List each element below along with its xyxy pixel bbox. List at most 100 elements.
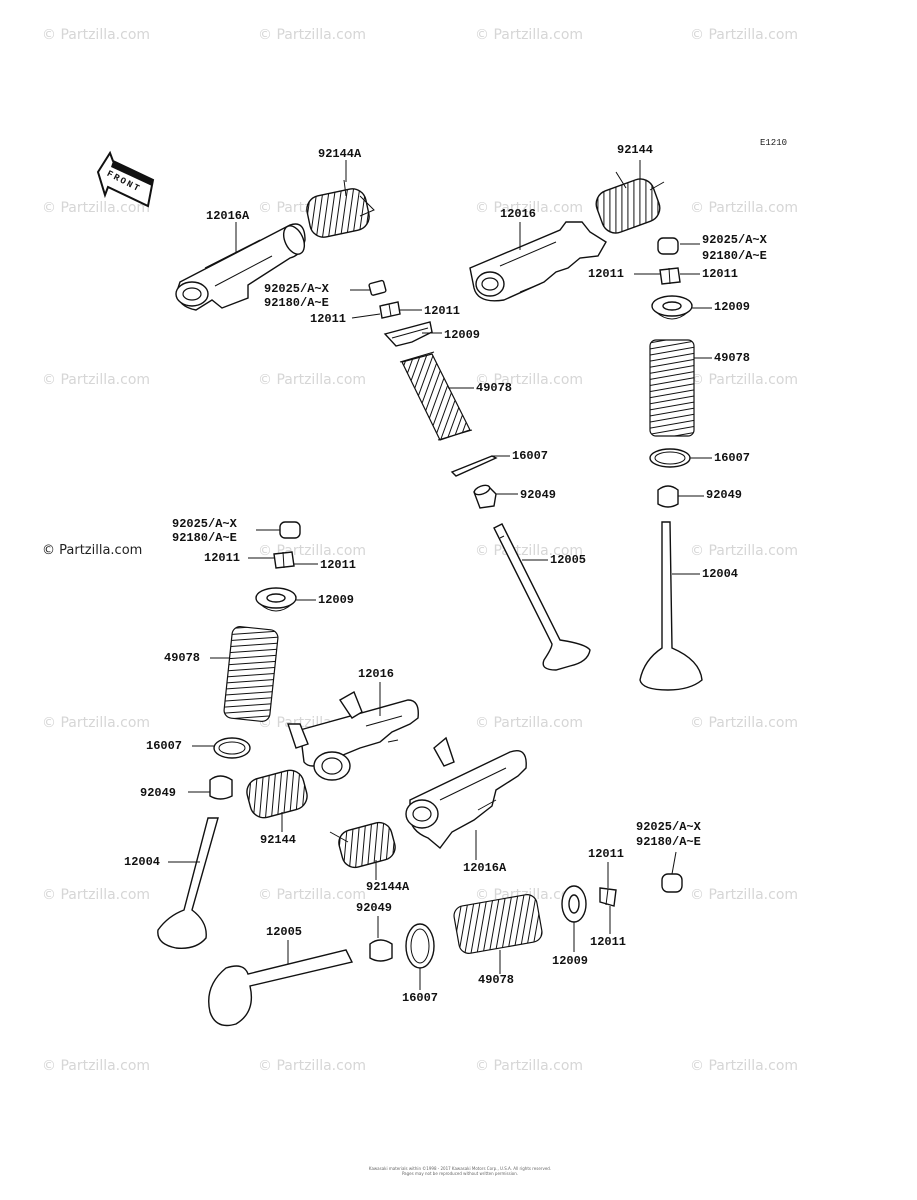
watermark: © Partzilla.com: [690, 715, 799, 731]
watermark: © Partzilla.com: [690, 372, 799, 388]
watermark: © Partzilla.com: [475, 200, 584, 216]
exhaust-valve-12004-tr: [639, 521, 703, 691]
copyright-line-2: Pages may not be reproduced without writ…: [401, 1171, 519, 1176]
copyright-notice: Kawasaki materials within ©1998 - 2017 K…: [350, 1166, 570, 1176]
label-12011-ml-left: 12011: [204, 551, 241, 565]
watermark: © Partzilla.com: [690, 200, 799, 216]
watermark: © Partzilla.com: [690, 1058, 799, 1074]
label-92049-tr: 92049: [706, 488, 743, 502]
watermark: © Partzilla.com: [42, 372, 151, 388]
valve-spring-49078-tr: [649, 339, 695, 437]
label-12016-tr: 12016: [500, 207, 537, 221]
watermark: © Partzilla.com: [475, 27, 584, 43]
watermark: © Partzilla.com: [258, 1058, 367, 1074]
label-49078-top: 49078: [476, 381, 513, 395]
label-92049-ml: 92049: [140, 786, 177, 800]
watermark: © Partzilla.com: [258, 27, 367, 43]
rocker-arm-12016A-mid: [405, 736, 527, 850]
watermark: © Partzilla.com: [42, 1058, 151, 1074]
label-92025-br-1: 92025/A~X: [636, 820, 701, 834]
seat-washer-16007-ml: [213, 737, 251, 759]
cotter-12011-top: [379, 301, 401, 319]
rocker-arm-12016-tr: [469, 221, 607, 302]
label-92180-br-2: 92180/A~E: [636, 835, 701, 849]
valve-seal-92049-tr: [657, 485, 679, 508]
label-92180-top-2: 92180/A~E: [264, 296, 329, 310]
label-49078-ml: 49078: [164, 651, 201, 665]
watermark: © Partzilla.com: [258, 372, 367, 388]
rocker-arm-12016A-top: [175, 223, 306, 311]
retainer-12009-bot: [561, 885, 587, 923]
cotter-12011-ml: [273, 551, 295, 569]
label-12005-bot: 12005: [266, 925, 303, 939]
valve-spring-49078-top: [399, 351, 473, 441]
seat-washer-16007-top: [450, 455, 498, 477]
watermark: © Partzilla.com: [42, 200, 151, 216]
label-16007-ml: 16007: [146, 739, 183, 753]
retainer-12009-top: [383, 321, 433, 347]
watermark: © Partzilla.com: [475, 1058, 584, 1074]
label-12009-ml: 12009: [318, 593, 355, 607]
collet-92025-br: [661, 873, 683, 893]
valve-seal-92049-ml: [209, 775, 233, 800]
cotter-12011-bot: [599, 887, 617, 907]
label-49078-tr: 49078: [714, 351, 751, 365]
label-92144-tr: 92144: [617, 143, 654, 157]
watermark: © Partzilla.com: [258, 887, 367, 903]
label-12009-bot: 12009: [552, 954, 589, 968]
watermark: © Partzilla.com: [42, 27, 151, 43]
collet-92025-ml: [279, 521, 301, 539]
cotter-12011-tr: [659, 267, 681, 285]
label-92025-tr-1: 92025/A~X: [702, 233, 767, 247]
diagram-code: E1210: [760, 138, 788, 148]
copyright-line-1: Kawasaki materials within ©1998 - 2017 K…: [368, 1166, 552, 1171]
label-12011-bot-top: 12011: [588, 847, 625, 861]
label-12011-top-right: 12011: [424, 304, 461, 318]
valve-spring-49078-bot: [453, 894, 543, 954]
label-49078-bot: 49078: [478, 973, 515, 987]
torsion-spring-92144A-mid: [329, 821, 396, 869]
label-12004-ml: 12004: [124, 855, 161, 869]
torsion-spring-92144-mid: [246, 769, 308, 819]
retainer-12009-ml: [255, 587, 297, 612]
watermark: © Partzilla.com: [42, 887, 151, 903]
label-92144A-mid: 92144A: [366, 880, 410, 894]
label-92025-top-1: 92025/A~X: [264, 282, 329, 296]
watermark: © Partzilla.com: [475, 543, 584, 559]
label-12011-tr-right: 12011: [702, 267, 739, 281]
torsion-spring-92144A-top: [306, 179, 375, 238]
label-12016-mid: 12016: [358, 667, 395, 681]
watermark: © Partzilla.com: [690, 27, 799, 43]
label-92049-bot: 92049: [356, 901, 393, 915]
valve-spring-49078-ml: [223, 626, 279, 722]
watermark-primary: © Partzilla.com: [42, 543, 143, 558]
label-12004-tr: 12004: [702, 567, 739, 581]
label-12011-tr-left: 12011: [588, 267, 625, 281]
seat-washer-16007-bot: [405, 923, 435, 969]
label-92180-ml-2: 92180/A~E: [172, 531, 237, 545]
label-16007-bot: 16007: [402, 991, 439, 1005]
label-92144A-top: 92144A: [318, 147, 362, 161]
label-12009-top: 12009: [444, 328, 481, 342]
label-92180-tr-2: 92180/A~E: [702, 249, 767, 263]
torsion-spring-92144-tr: [595, 171, 665, 234]
intake-valve-12005-top: [493, 523, 591, 671]
watermark: © Partzilla.com: [475, 715, 584, 731]
watermark: © Partzilla.com: [42, 715, 151, 731]
label-12005-top: 12005: [550, 553, 587, 567]
intake-valve-12005-bot: [208, 949, 354, 1027]
label-12011-ml-right: 12011: [320, 558, 357, 572]
exhaust-valve-12004-ml: [157, 817, 219, 949]
label-12016A-top: 12016A: [206, 209, 250, 223]
valve-seal-92049-bot: [369, 939, 393, 962]
rocker-arm-12016-mid: [287, 690, 419, 781]
collet-92025-tr: [657, 237, 679, 255]
label-12011-top-left: 12011: [310, 312, 347, 326]
retainer-12009-tr: [651, 295, 693, 320]
label-92049-top: 92049: [520, 488, 557, 502]
valve-seal-92049-top: [473, 484, 497, 509]
watermark: © Partzilla.com: [475, 372, 584, 388]
label-12016A-mid: 12016A: [463, 861, 507, 875]
label-16007-top: 16007: [512, 449, 549, 463]
